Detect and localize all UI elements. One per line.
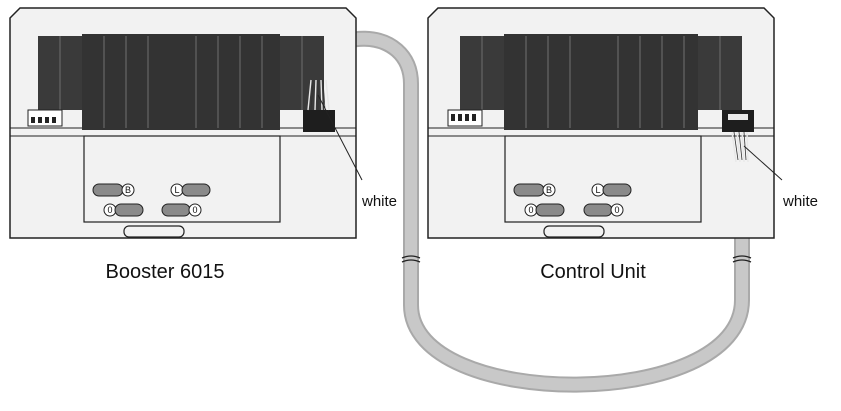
device-label: Booster 6015 bbox=[106, 261, 225, 283]
dip-switch bbox=[27, 109, 63, 127]
button-zero-left[interactable]: 0 bbox=[524, 203, 565, 217]
button-l-key[interactable] bbox=[602, 183, 632, 197]
button-b-symbol: B bbox=[125, 185, 131, 195]
device-control-unit: B L 0 0 white Control Unit bbox=[427, 7, 818, 283]
button-b-marker bbox=[542, 183, 556, 197]
button-zero-left-key[interactable] bbox=[535, 203, 565, 217]
wire-label: white bbox=[361, 193, 397, 210]
button-zero-left[interactable]: 0 bbox=[103, 203, 144, 217]
button-b[interactable]: B bbox=[92, 183, 135, 197]
button-zero-left-key[interactable] bbox=[114, 203, 144, 217]
button-b-key[interactable] bbox=[513, 183, 545, 197]
button-b-marker bbox=[121, 183, 135, 197]
cable-break-mark bbox=[401, 255, 421, 263]
button-zero-right[interactable]: 0 bbox=[583, 203, 624, 217]
handle bbox=[543, 225, 605, 238]
button-zero-left-symbol: 0 bbox=[528, 205, 533, 215]
dip-switch bbox=[447, 109, 483, 127]
connector bbox=[303, 79, 335, 132]
wire-pointer bbox=[743, 145, 783, 181]
button-b-symbol: B bbox=[546, 185, 552, 195]
button-l[interactable]: L bbox=[170, 183, 211, 197]
device-label: Control Unit bbox=[540, 261, 646, 283]
button-zero-right[interactable]: 0 bbox=[161, 203, 202, 217]
button-zero-right-symbol: 0 bbox=[614, 205, 619, 215]
heatsink bbox=[460, 34, 742, 130]
button-b-key[interactable] bbox=[92, 183, 124, 197]
heatsink bbox=[38, 34, 324, 130]
wire-pointer bbox=[317, 94, 363, 181]
button-l-symbol: L bbox=[174, 185, 179, 195]
handle bbox=[123, 225, 185, 238]
button-b[interactable]: B bbox=[513, 183, 556, 197]
button-zero-right-key[interactable] bbox=[583, 203, 613, 217]
button-zero-left-symbol: 0 bbox=[107, 205, 112, 215]
button-l-key[interactable] bbox=[181, 183, 211, 197]
button-zero-right-marker bbox=[188, 203, 202, 217]
device-booster: B L 0 0 white Booster 6015 bbox=[9, 7, 397, 283]
button-zero-right-symbol: 0 bbox=[192, 205, 197, 215]
cable-break-mark bbox=[732, 255, 752, 263]
button-l[interactable]: L bbox=[591, 183, 632, 197]
button-zero-right-marker bbox=[610, 203, 624, 217]
button-zero-right-key[interactable] bbox=[161, 203, 191, 217]
wire-label: white bbox=[782, 193, 818, 210]
connector bbox=[722, 110, 754, 163]
button-l-symbol: L bbox=[595, 185, 600, 195]
